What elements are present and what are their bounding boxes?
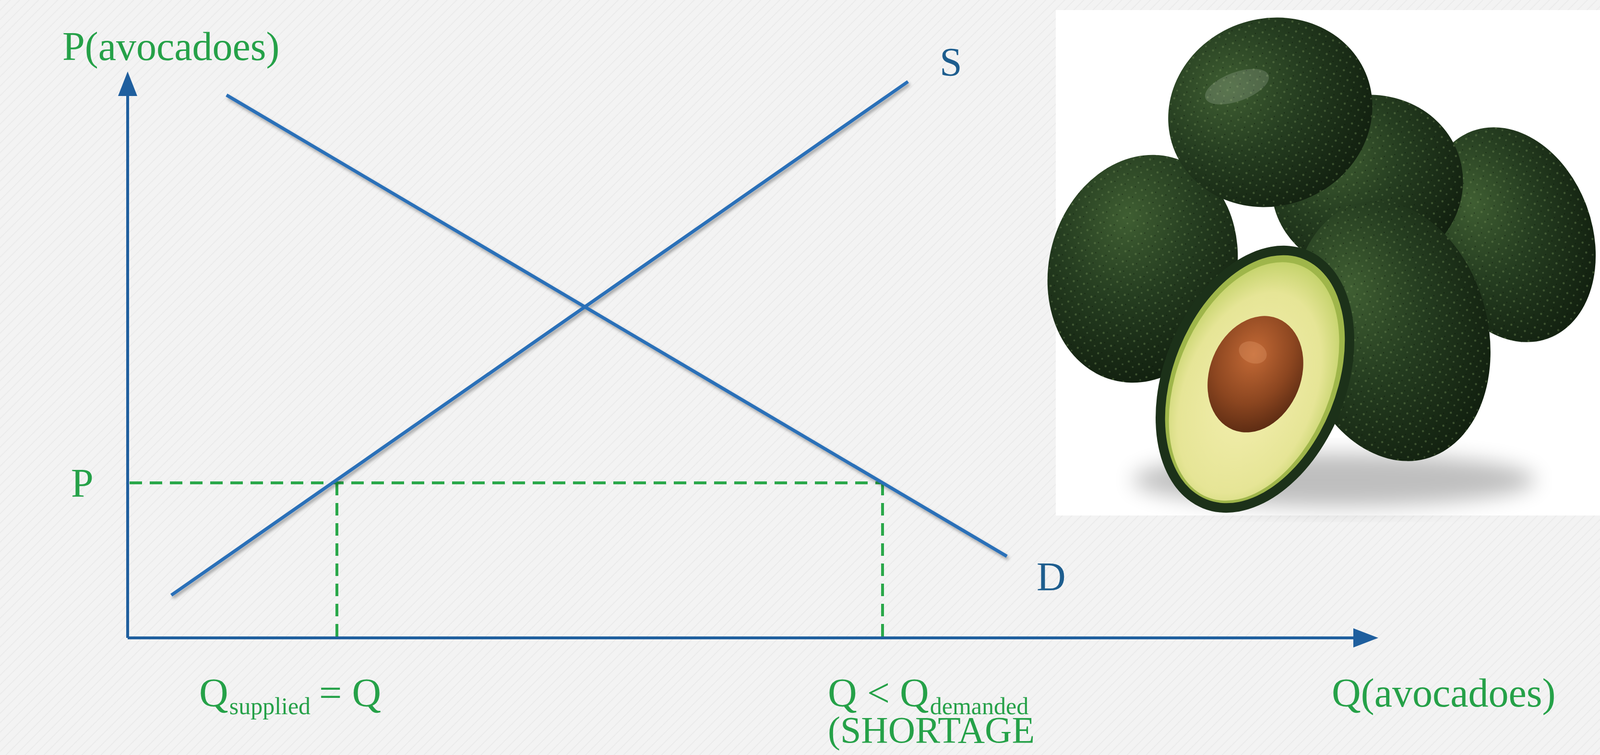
price-guides	[129, 482, 883, 637]
axis-title: P(avocadoes)	[62, 26, 280, 67]
supply-demand-curves	[171, 81, 1007, 596]
axes	[118, 71, 1379, 648]
avocado-photo	[1022, 0, 1600, 543]
axis-title: Q(avocadoes)	[1331, 672, 1556, 714]
quantity-label: Q < Q	[827, 672, 930, 714]
subscript: supplied	[229, 693, 311, 718]
curve-label: S	[939, 42, 963, 83]
quantity-label: = Q	[319, 672, 382, 714]
supply-curve	[171, 81, 908, 596]
curve-label: D	[1036, 556, 1066, 598]
demand-curve	[226, 95, 1007, 557]
quantity-label: Q	[199, 672, 229, 714]
price-label: P	[71, 463, 94, 504]
shortage-note: (SHORTAGE	[827, 711, 1035, 749]
